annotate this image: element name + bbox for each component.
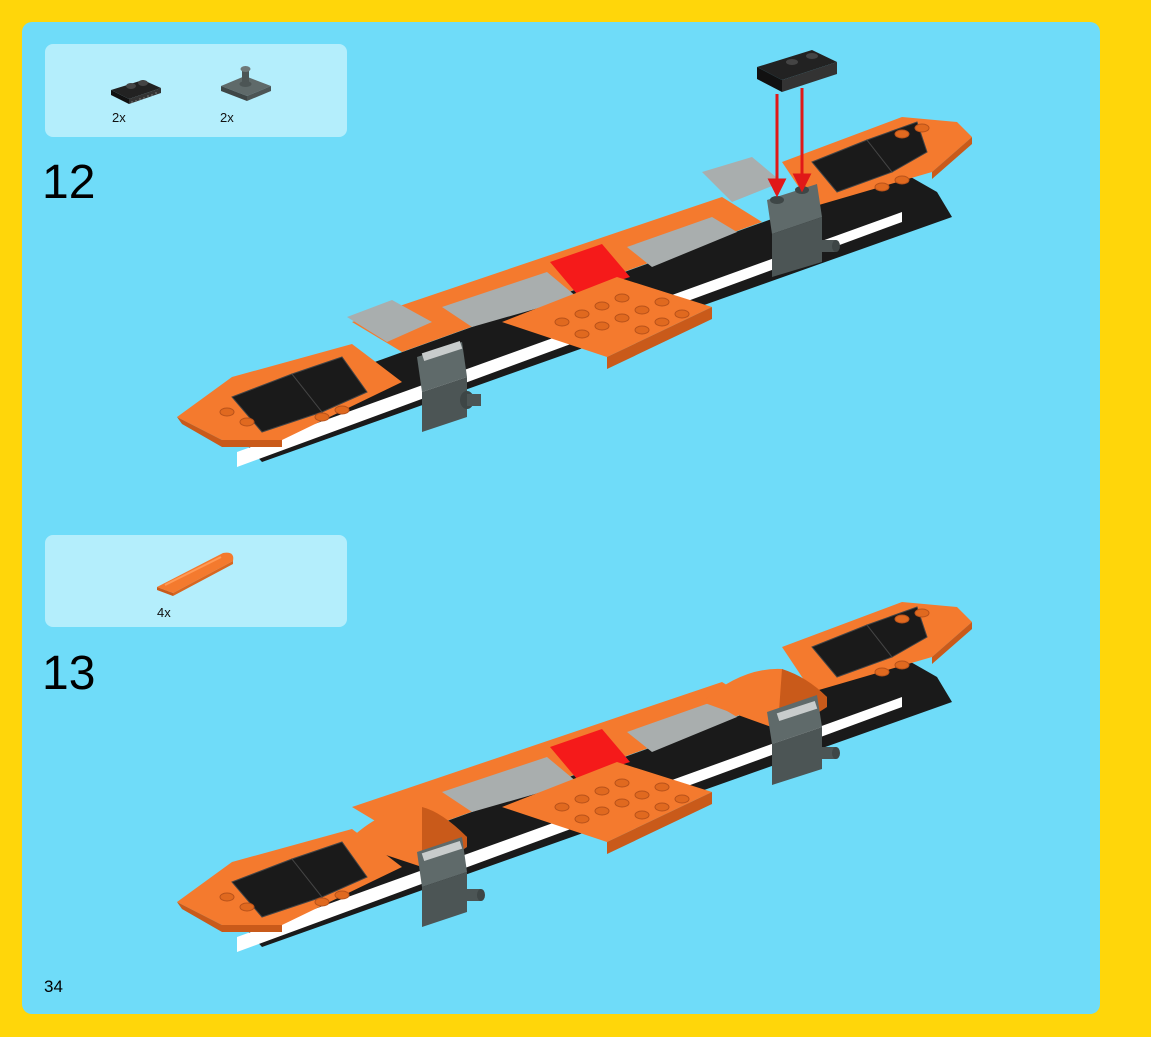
step-13-model-illustration	[22, 22, 1100, 1014]
page-number: 34	[44, 977, 63, 997]
instruction-page: 2x 2x 12 4x 13	[22, 22, 1100, 1014]
